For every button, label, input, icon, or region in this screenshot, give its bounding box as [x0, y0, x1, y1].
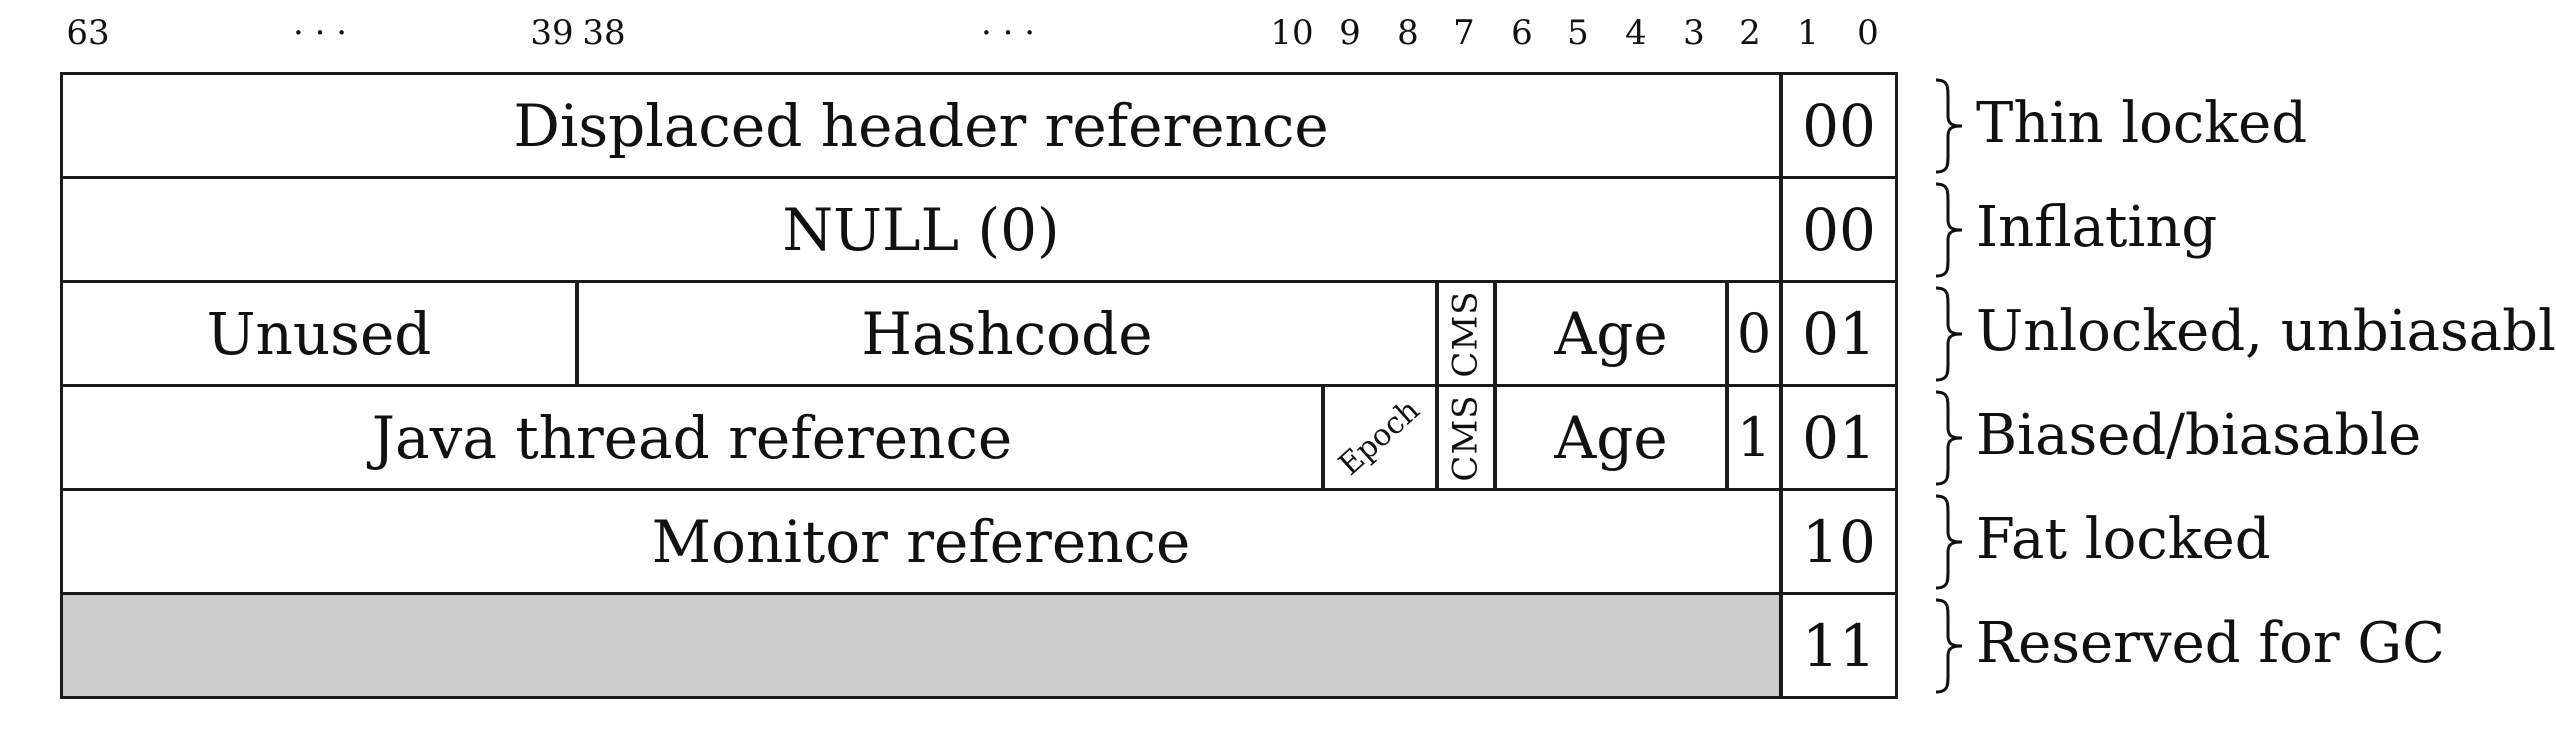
bit-position-label: 39 — [530, 13, 574, 53]
brace-icon — [1935, 390, 1963, 486]
bit-position-label: 10 — [1270, 13, 1314, 53]
bit-position-label: 1 — [1797, 13, 1819, 53]
lock-bits-field: 11 — [1780, 592, 1898, 699]
field-label: Unused — [206, 299, 432, 368]
field-label: 1 — [1736, 406, 1772, 469]
bit-field: Java thread reference — [60, 384, 1324, 491]
field-label: 00 — [1802, 91, 1876, 160]
state-label: Unlocked, unbiasable — [1976, 299, 2556, 364]
field-label: NULL (0) — [782, 195, 1060, 264]
bit-field: Unused — [60, 280, 578, 387]
field-label: 11 — [1802, 611, 1876, 680]
field-label: Age — [1554, 299, 1668, 368]
field-label: 10 — [1802, 507, 1876, 576]
bit-field: Hashcode — [576, 280, 1438, 387]
brace-icon — [1935, 78, 1963, 174]
bit-position-label: 38 — [582, 13, 626, 53]
reserved-field — [60, 592, 1782, 699]
field-label: Epoch — [1332, 392, 1427, 483]
field-label: CMS — [1446, 393, 1486, 482]
state-label: Thin locked — [1976, 91, 2308, 156]
bit-position-label: 5 — [1567, 13, 1589, 53]
bit-field: Monitor reference — [60, 488, 1782, 595]
bit-field: CMS — [1436, 280, 1496, 387]
field-label: Hashcode — [861, 299, 1153, 368]
bit-field: 0 — [1726, 280, 1782, 387]
bit-field: Age — [1494, 280, 1728, 387]
bit-field: Epoch — [1322, 384, 1438, 491]
field-label: Monitor reference — [651, 507, 1191, 576]
lock-bits-field: 01 — [1780, 280, 1898, 387]
field-label: 00 — [1802, 195, 1876, 264]
bit-field: 1 — [1726, 384, 1782, 491]
bit-field: Age — [1494, 384, 1728, 491]
brace-icon — [1935, 598, 1963, 694]
bit-field: CMS — [1436, 384, 1496, 491]
field-label: Displaced header reference — [513, 91, 1329, 160]
bit-ellipsis: · · · — [292, 13, 348, 53]
bit-position-label: 4 — [1625, 13, 1647, 53]
bit-position-label: 0 — [1857, 13, 1879, 53]
bit-ellipsis: · · · — [980, 13, 1036, 53]
lock-bits-field: 00 — [1780, 176, 1898, 283]
state-label: Reserved for GC — [1976, 611, 2445, 676]
bit-position-label: 7 — [1453, 13, 1475, 53]
lock-bits-field: 00 — [1780, 72, 1898, 179]
field-label: CMS — [1446, 289, 1486, 378]
lock-bits-field: 10 — [1780, 488, 1898, 595]
lock-bits-field: 01 — [1780, 384, 1898, 491]
brace-icon — [1935, 494, 1963, 590]
bit-position-label: 8 — [1397, 13, 1419, 53]
field-label: 01 — [1802, 403, 1876, 472]
bit-position-label: 3 — [1683, 13, 1705, 53]
field-label: Java thread reference — [371, 403, 1013, 472]
field-label: 0 — [1736, 302, 1772, 365]
field-label: Age — [1554, 403, 1668, 472]
brace-icon — [1935, 286, 1963, 382]
bit-position-label: 6 — [1511, 13, 1533, 53]
state-label: Inflating — [1976, 195, 2218, 260]
state-label: Fat locked — [1976, 507, 2271, 572]
brace-icon — [1935, 182, 1963, 278]
bit-field: NULL (0) — [60, 176, 1782, 283]
bit-position-label: 63 — [66, 13, 110, 53]
bit-field: Displaced header reference — [60, 72, 1782, 179]
field-label: 01 — [1802, 299, 1876, 368]
bit-position-label: 2 — [1739, 13, 1761, 53]
bit-position-label: 9 — [1339, 13, 1361, 53]
state-label: Biased/biasable — [1976, 403, 2422, 468]
